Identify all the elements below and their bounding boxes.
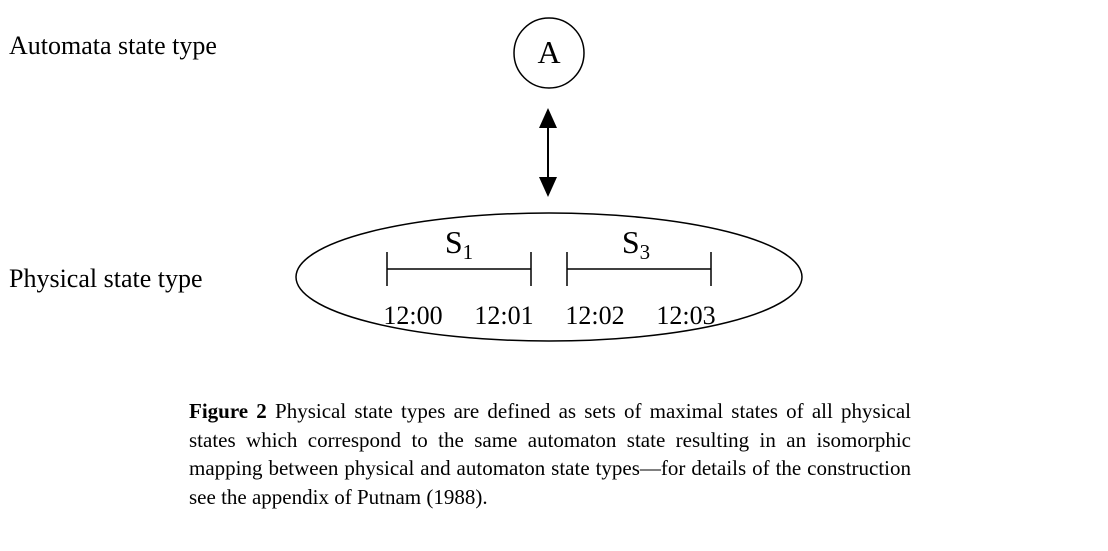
automata-state-type-label: Automata state type (9, 31, 217, 60)
automaton-state-letter: A (537, 34, 560, 70)
bidirectional-arrow (539, 108, 557, 197)
figure-number: Figure 2 (189, 399, 267, 423)
physical-state-type-label: Physical state type (9, 264, 203, 293)
state-mapping-diagram: A S1 S3 12:00 12:01 12:02 12:03 (295, 17, 803, 342)
segment-s3: S3 (566, 224, 712, 286)
time-tick-label: 12:01 (474, 301, 533, 330)
time-tick-label: 12:00 (383, 301, 442, 330)
caption-text: Physical state types are defined as sets… (189, 399, 912, 509)
figure-caption: Figure 2 Physical state types are define… (189, 397, 911, 511)
physical-state-ellipse (295, 212, 803, 342)
segment-label-s1: S1 (445, 224, 473, 264)
automaton-state-circle (513, 17, 585, 89)
segment-label-s3: S3 (622, 224, 650, 264)
segment-s1: S1 (386, 224, 532, 286)
time-tick-label: 12:03 (656, 301, 715, 330)
time-tick-label: 12:02 (565, 301, 624, 330)
